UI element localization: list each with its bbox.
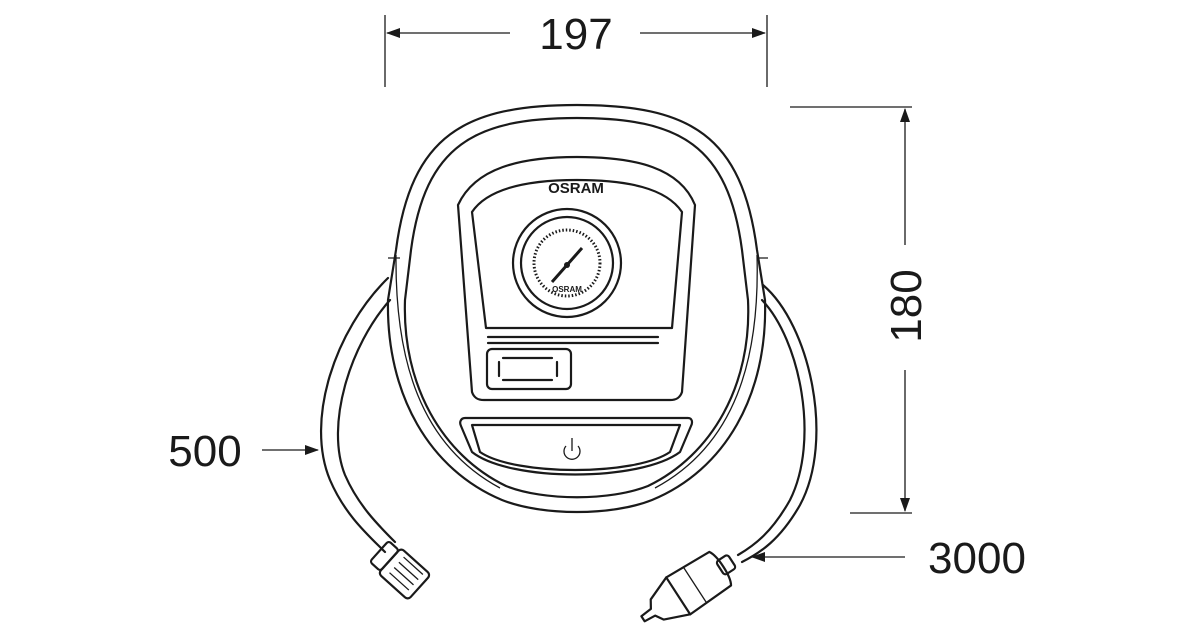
air-hose (319, 276, 431, 600)
height-label: 180 (882, 269, 931, 342)
hose-length-callout: 500 (168, 427, 319, 476)
digital-display (485, 347, 573, 391)
width-label: 197 (539, 10, 612, 59)
pressure-gauge: OSRAM (511, 207, 623, 319)
power-cable (640, 283, 818, 623)
width-dimension: 197 (384, 10, 768, 87)
gauge-logo: OSRAM (552, 285, 582, 294)
height-dimension: 180 (790, 106, 931, 514)
hose-length-label: 500 (168, 427, 241, 476)
valve-connector (369, 540, 431, 600)
cable-length-callout: 3000 (751, 534, 1026, 583)
compressor-body: OSRAM OSRAM (386, 103, 768, 514)
cable-length-label: 3000 (928, 534, 1026, 583)
brand-logo: OSRAM (548, 180, 604, 197)
power-icon (563, 438, 581, 460)
power-button[interactable] (459, 416, 694, 476)
cigarette-lighter-plug (640, 550, 737, 623)
